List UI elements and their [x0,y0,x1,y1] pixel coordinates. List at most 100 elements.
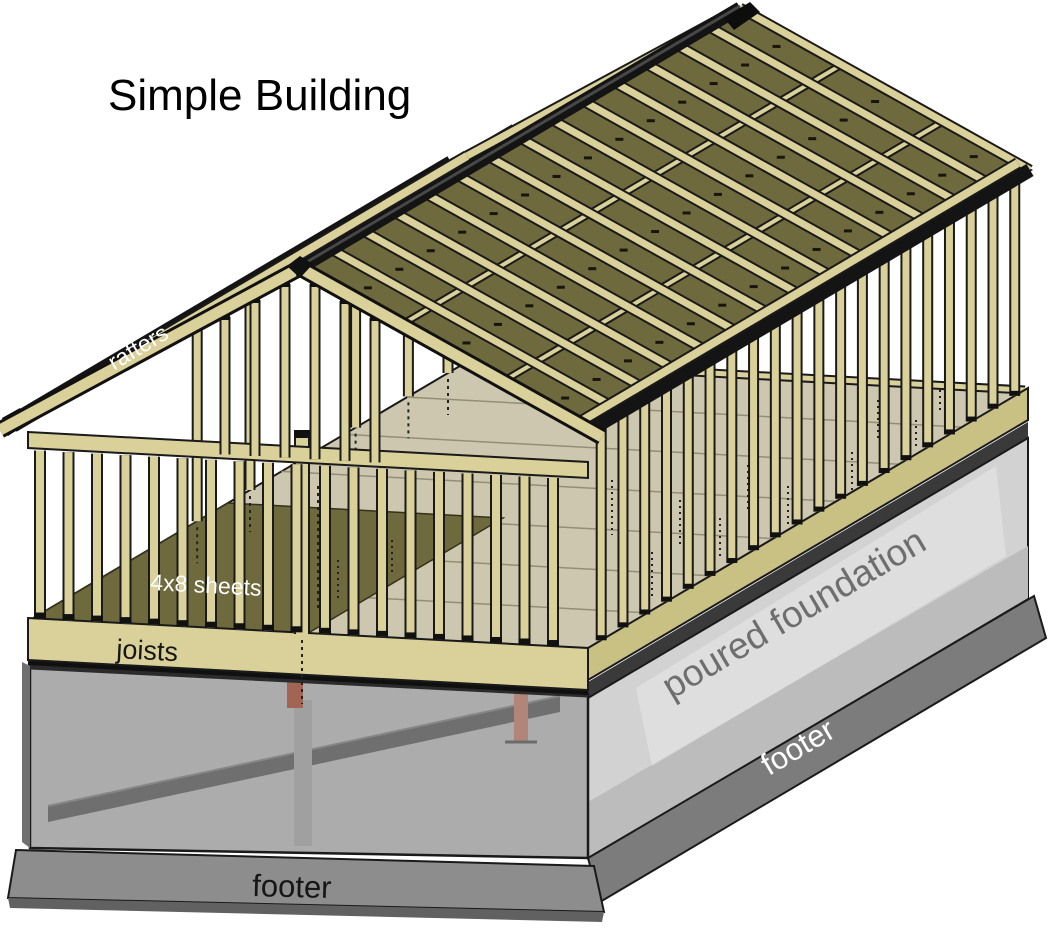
panel-dash [552,174,561,178]
stud-cap [966,416,977,422]
panel-dash [426,249,435,253]
foundation-side-shade [588,546,1028,858]
stud-cap [596,635,607,641]
eave-fascia [586,163,1034,437]
stud-cap [770,532,781,538]
foundation-top-shadow [29,664,589,698]
panel-dash [395,267,404,271]
wall-framing [27,164,1021,704]
wall-top-plate [27,430,589,480]
stud-cap [319,627,331,634]
stud-cap [900,455,911,461]
panel-dash [651,230,660,234]
foundation [6,422,1048,922]
stud-cap [726,558,737,564]
label-joists: joists [115,634,179,667]
stud-cap [944,429,955,435]
stud-cap [879,467,890,473]
stud-cap [639,609,650,615]
rafter [361,227,655,396]
peak-cap [287,256,313,278]
rafter [675,42,969,211]
panel-dash [713,192,722,196]
stud-cap [835,493,846,499]
gable-rafter [297,263,605,442]
panel-dash [619,248,628,252]
stud-cap [792,519,803,525]
stud-cap [461,635,474,642]
rafter [329,246,624,415]
gable-rafter [0,263,303,435]
panel-dash [525,304,534,308]
panel-dash [493,322,502,326]
foundation-left-edge [22,662,30,848]
panel-dash [745,174,754,178]
panel-dash [871,100,880,104]
stud-cap [617,622,628,628]
stud-cap [683,583,694,589]
panel-dash [875,210,884,214]
panel-dash [489,212,498,216]
panel-dash [588,267,597,271]
stud-cap [62,614,75,621]
foundation-ledge [588,422,1028,698]
panel-dash [772,44,781,48]
foundation-sheen [636,466,1006,766]
panel-dash [709,82,718,86]
label-footer-front: footer [252,868,332,905]
footer-front-bottom-edge [8,898,604,922]
rafter [644,60,938,229]
stud-cap [433,633,445,640]
post-cap [294,430,310,438]
panel-dash [556,285,565,289]
stud-cap [148,618,160,625]
stud-cap [91,615,103,622]
stud-cap [518,638,531,645]
panel-dash [561,396,570,400]
stud-cap [290,626,303,633]
panel-dash [623,359,632,363]
stud-cap [233,623,246,630]
rafter [486,153,781,322]
panel-dash [646,119,655,123]
rim-joist-front [27,616,589,692]
stud-cap [34,612,46,619]
rafter [549,116,844,285]
panel-dash [592,377,601,381]
gable-end-framing [0,256,607,463]
panel-dash [749,285,758,289]
stud-cap [1009,390,1020,396]
panel-dash [969,155,978,159]
rafter [612,79,906,248]
panel-dash [615,137,624,141]
rafter [706,23,1001,192]
panel-dash [776,155,785,159]
stud-cap [176,620,189,627]
stud-cap [262,624,274,631]
panel-dash [781,266,790,270]
stud-cap [922,442,933,448]
panel-dash [839,118,848,122]
rafter [738,4,1032,174]
panel-dash [655,340,664,344]
panel-dash [812,247,821,251]
rafter [518,134,812,304]
panel-dash [843,229,852,233]
stud-cap [490,636,502,643]
panel-dash [583,156,592,160]
ridge-end [724,2,760,30]
foundation-front-face [28,664,590,860]
stud-cap [988,403,999,409]
stud-cap [857,480,868,486]
panel-dash [808,137,817,141]
panel-dash [906,192,915,196]
ridge-highlight [299,4,741,268]
rim-shadow [27,659,589,695]
ridge-beam [296,2,744,274]
rafter [581,97,875,266]
stud-cap [813,506,824,512]
panel-dash [458,230,467,234]
panel-dash [462,341,471,345]
